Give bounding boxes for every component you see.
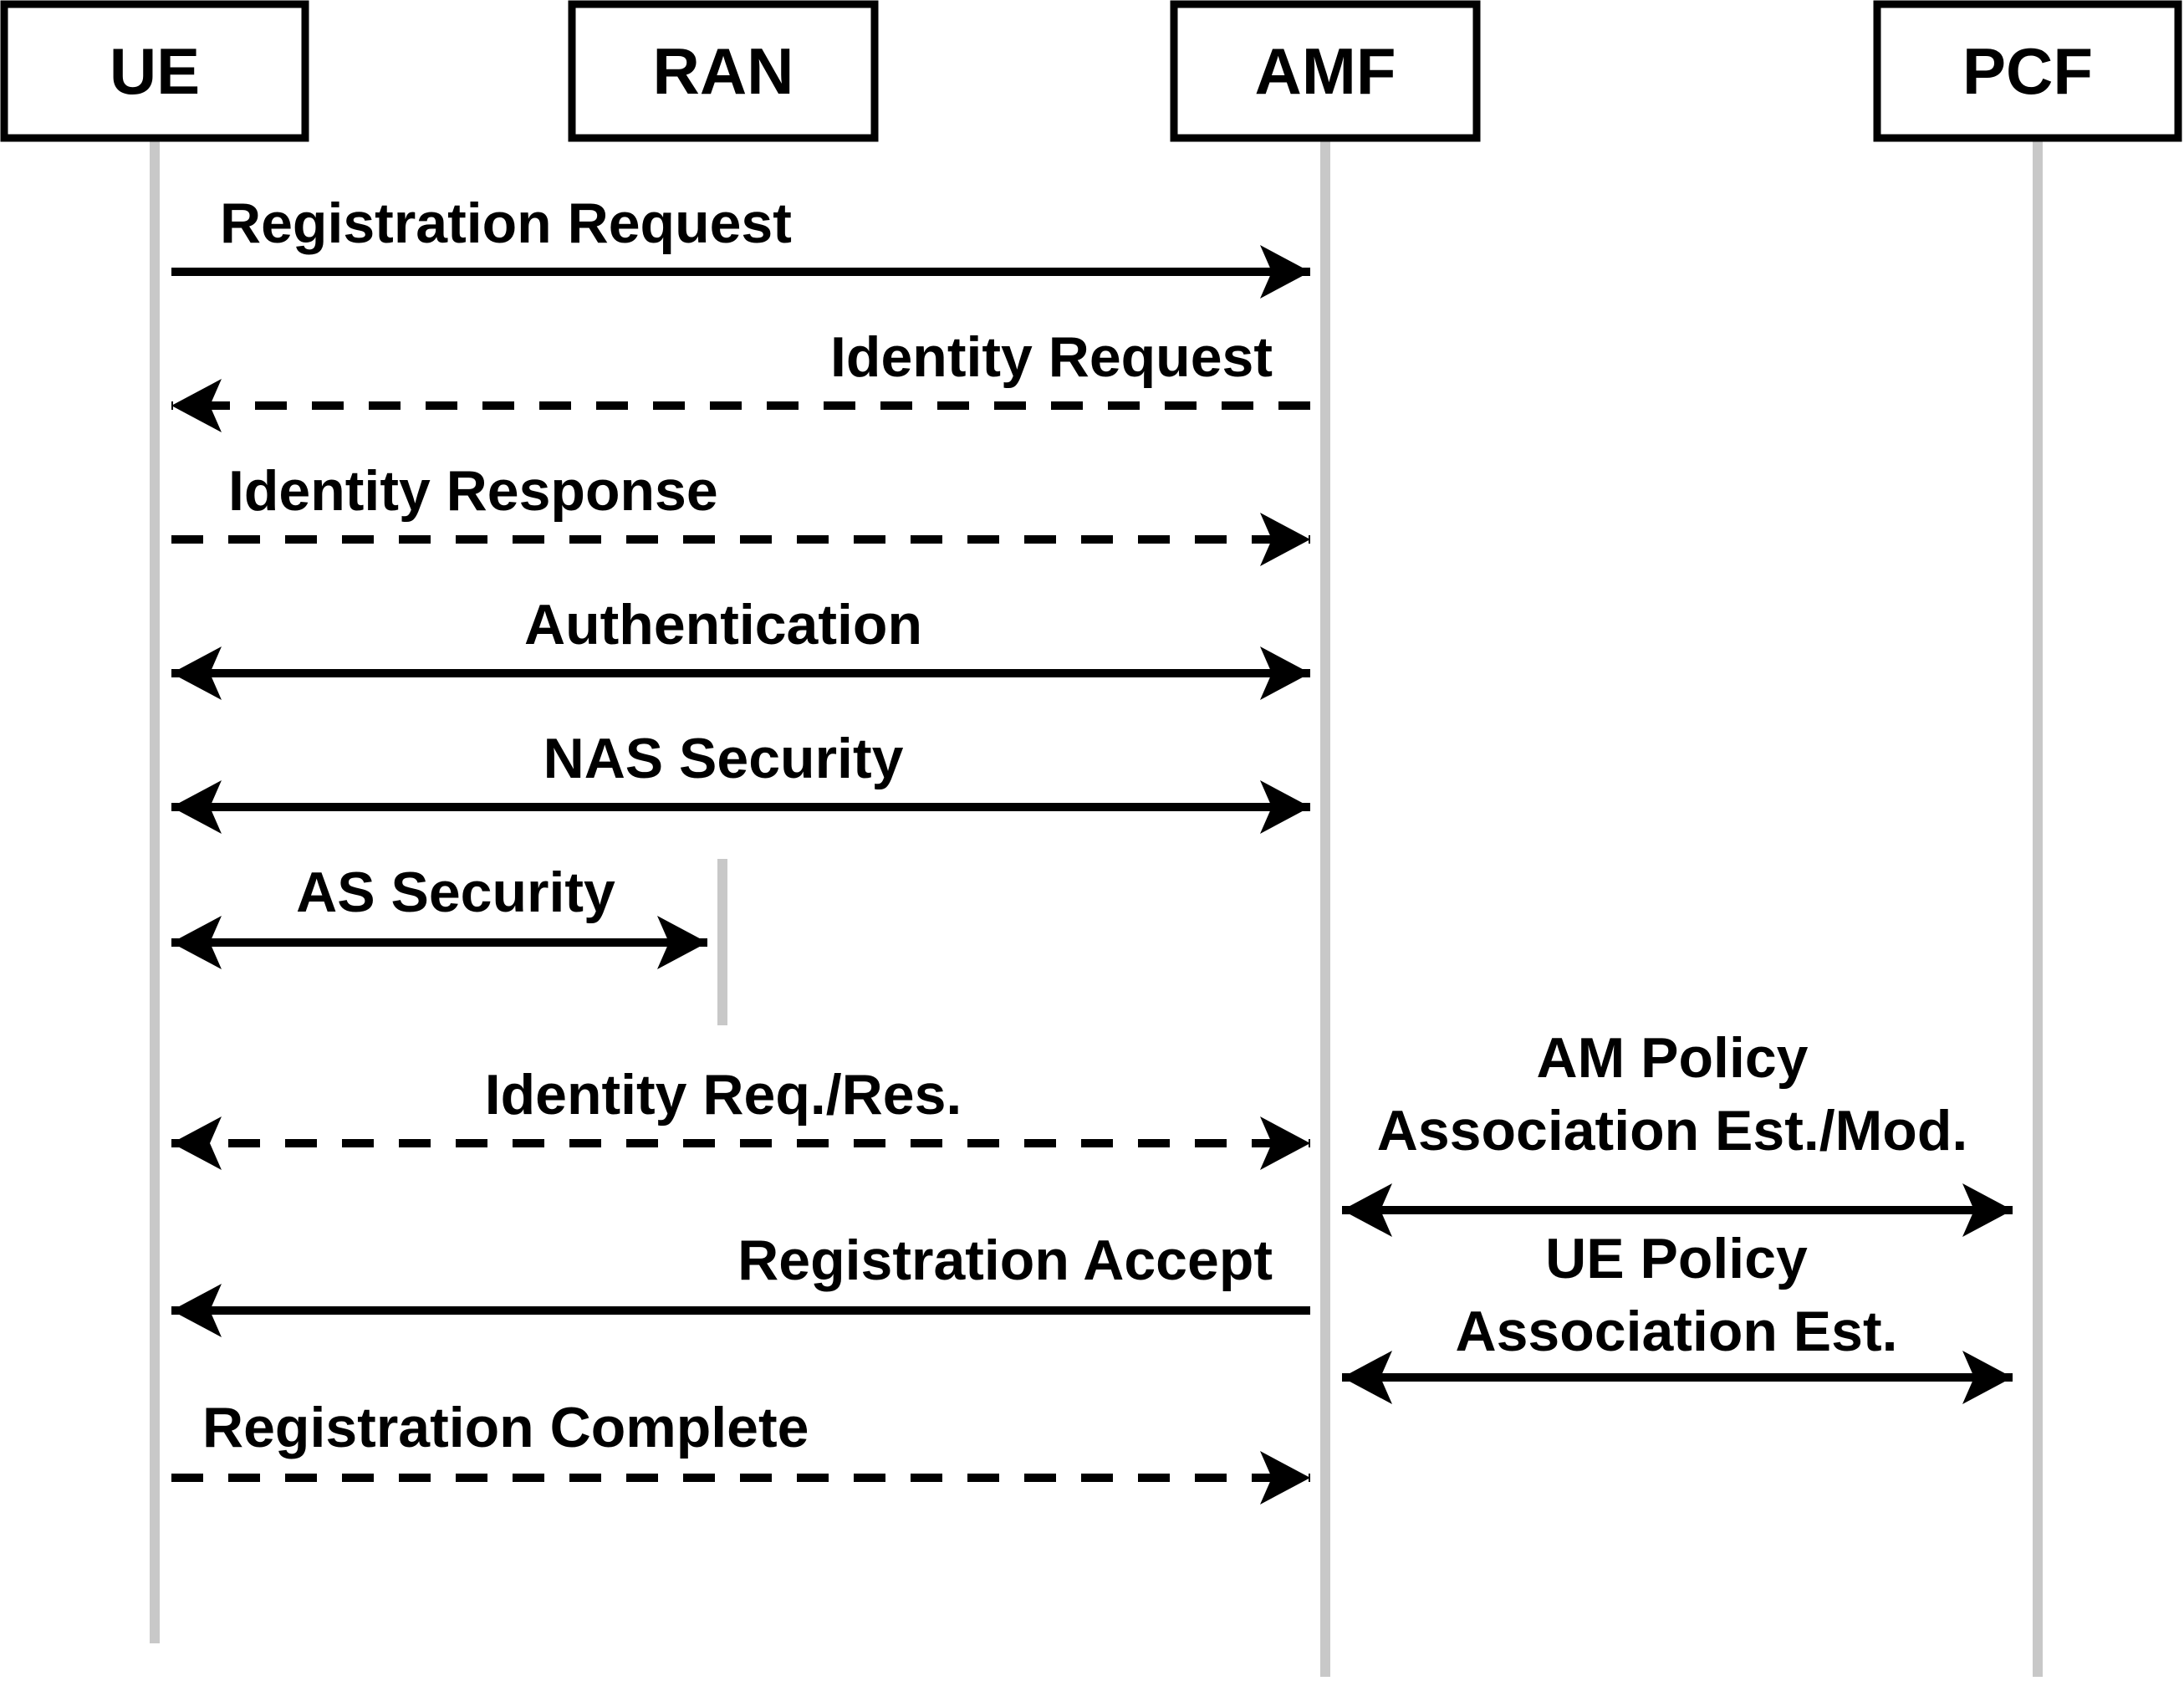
registration-complete-label: Registration Complete	[202, 1396, 809, 1459]
ue-policy-label-line-1: UE Policy	[1545, 1227, 1808, 1290]
entity-pcf-label: PCF	[1962, 34, 2093, 108]
registration-request-label: Registration Request	[220, 192, 792, 255]
authentication-label: Authentication	[524, 593, 922, 657]
identity-response-label: Identity Response	[228, 459, 718, 523]
entity-amf-label: AMF	[1255, 34, 1396, 108]
nas-security-label: NAS Security	[543, 727, 904, 790]
message-nas-security: NAS Security	[171, 727, 1310, 834]
message-identity-response: Identity Response	[171, 459, 1310, 566]
entity-ran-label: RAN	[653, 34, 794, 108]
message-identity-request: Identity Request	[171, 325, 1310, 432]
message-authentication: Authentication	[171, 593, 1310, 700]
entity-ue: UE	[0, 0, 309, 142]
entity-ue-label: UE	[110, 34, 200, 108]
message-registration-complete: Registration Complete	[171, 1396, 1310, 1505]
message-identity-req-res: Identity Req./Res.	[171, 1063, 1310, 1170]
registration-accept-label: Registration Accept	[737, 1229, 1273, 1292]
entity-ran: RAN	[568, 0, 879, 142]
identity-req-res-label: Identity Req./Res.	[485, 1063, 962, 1127]
identity-request-label: Identity Request	[830, 325, 1273, 389]
as-security-label: AS Security	[296, 861, 615, 924]
am-policy-label-line-1: AM Policy	[1537, 1026, 1809, 1090]
message-am-policy: AM Policy Association Est./Mod.	[1342, 1026, 2013, 1237]
message-as-security: AS Security	[171, 861, 707, 969]
message-ue-policy: UE Policy Association Est.	[1342, 1227, 2013, 1404]
entity-amf: AMF	[1170, 0, 1481, 142]
message-registration-accept: Registration Accept	[171, 1229, 1310, 1337]
message-registration-request: Registration Request	[171, 192, 1310, 299]
entity-pcf: PCF	[1873, 0, 2182, 142]
ue-policy-label-line-2: Association Est.	[1455, 1300, 1897, 1363]
am-policy-label-line-2: Association Est./Mod.	[1377, 1099, 1968, 1162]
